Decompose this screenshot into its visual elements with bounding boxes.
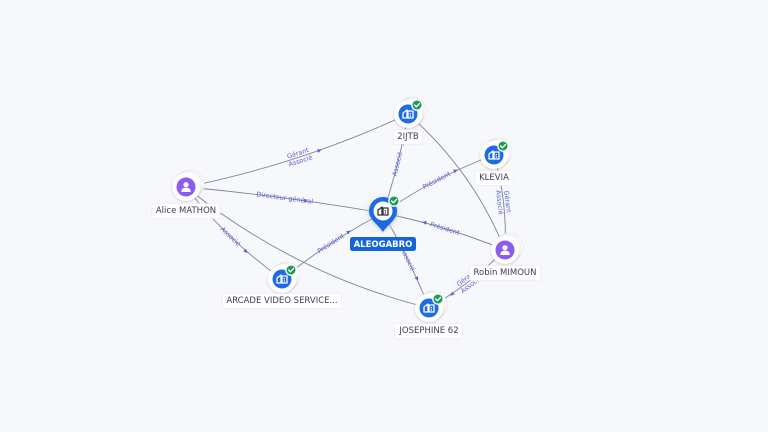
edge-label: Président	[421, 170, 452, 191]
verified-check-icon	[497, 140, 509, 152]
node-alice[interactable]: Alice MATHON	[151, 169, 221, 219]
verified-check-icon	[411, 99, 423, 111]
edge-label: Directeur général	[256, 190, 314, 205]
node-label: Alice MATHON	[156, 206, 216, 216]
edge-arrow-icon	[453, 169, 458, 174]
edge-arrow-icon	[414, 276, 419, 281]
person-icon	[500, 245, 510, 255]
edge-label: Associé	[391, 151, 405, 177]
edge-label: Président	[316, 232, 346, 256]
building-icon	[402, 109, 414, 119]
edge-label: Gérant	[502, 190, 513, 214]
edge-label-group-arcade-aleogabro: Président	[316, 230, 351, 256]
node-label-bg	[469, 265, 541, 281]
edge-arrow-icon	[303, 198, 309, 203]
building-icon	[423, 303, 435, 313]
edge-arrow-icon	[243, 248, 248, 253]
edge-label: Président	[429, 220, 461, 237]
edge-alice-aleogabro	[185, 186, 384, 214]
edge-alice-arcade	[185, 186, 283, 280]
building-icon	[377, 206, 389, 216]
edge-alice-2ijtb	[185, 113, 409, 188]
node-2ijtb[interactable]: 2IJTB	[392, 96, 427, 145]
node-robin[interactable]: Robin MIMOUN	[469, 232, 541, 281]
person-icon	[181, 182, 191, 192]
building-icon	[276, 274, 288, 284]
edge-label-group-aleogabro-josephine: Associé	[399, 247, 419, 281]
nodes-layer: ALEOGABRO 2IJTB KLEVIA Alice MATHON Robin MI…	[151, 96, 541, 339]
node-josephine[interactable]: JOSEPHINE 62	[394, 290, 463, 339]
edge-arrow-icon	[346, 230, 351, 235]
verified-check-icon	[388, 195, 400, 207]
node-label-bg	[474, 170, 514, 186]
edge-arrow-icon	[422, 221, 427, 225]
edge-arrow-icon	[317, 149, 322, 153]
edge-label-group-robin-aleogabro: Président	[422, 220, 461, 237]
verified-check-icon	[285, 264, 297, 276]
node-label: JOSEPHINE 62	[398, 326, 458, 336]
node-label: KLEVIA	[479, 173, 509, 183]
edge-label-group-aleogabro-2ijtb: Associé	[391, 141, 405, 177]
verified-check-icon	[432, 293, 444, 305]
edge-label-group-aleogabro-klevia: Président	[421, 169, 458, 191]
node-arcade[interactable]: ARCADE VIDEO SERVICE...	[222, 261, 342, 309]
node-aleogabro[interactable]: ALEOGABRO	[350, 191, 416, 251]
node-label-bg	[350, 237, 416, 251]
node-label-bg	[151, 203, 221, 219]
edge-label-group-alice-aleogabro: Directeur général	[256, 190, 314, 205]
edge-label: Associé	[219, 225, 242, 248]
node-label: Robin MIMOUN	[473, 268, 536, 278]
edge-label: Associé	[494, 190, 505, 215]
edge-robin-2ijtb	[407, 113, 506, 251]
node-label-bg	[392, 129, 424, 145]
node-label: ARCADE VIDEO SERVICE...	[226, 296, 337, 306]
building-icon	[488, 150, 500, 160]
node-label: 2IJTB	[397, 132, 419, 142]
node-label-bg	[222, 293, 342, 309]
node-label: ALEOGABRO	[354, 240, 413, 250]
node-klevia[interactable]: KLEVIA	[474, 137, 514, 186]
node-label-bg	[394, 323, 463, 339]
edge-arrow-icon	[450, 291, 455, 296]
